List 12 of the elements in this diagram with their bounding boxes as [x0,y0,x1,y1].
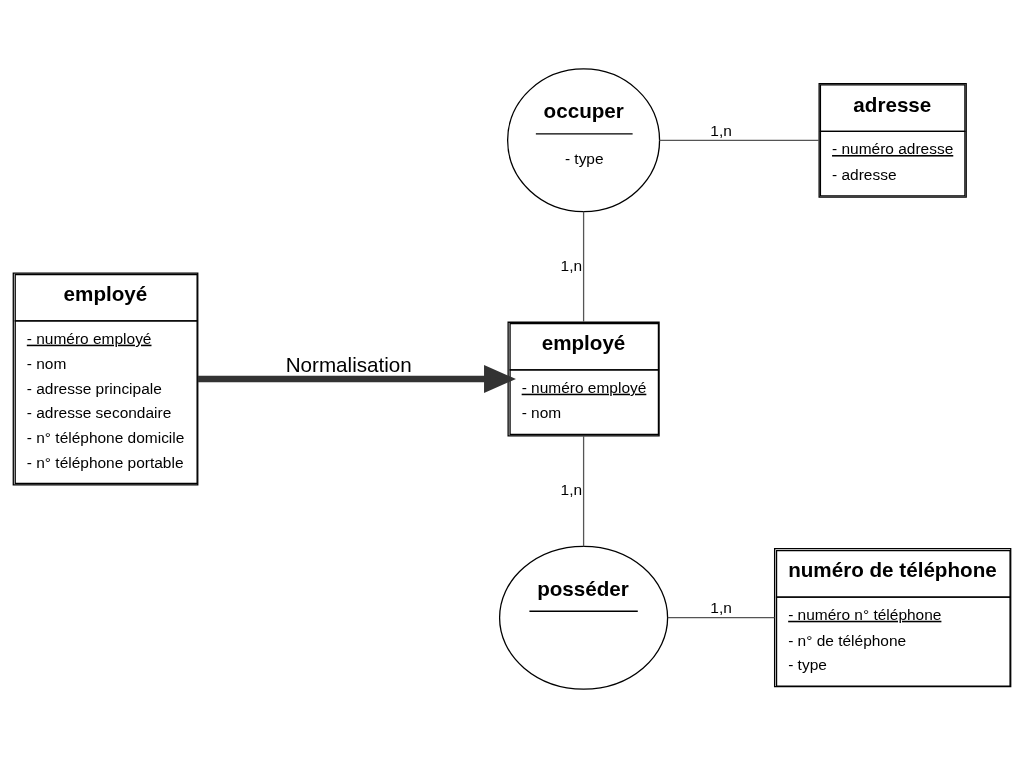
arrow [197,365,516,393]
connector [658,139,820,141]
connector [582,435,585,548]
edge-label: 1,n [560,256,583,274]
node-ellipse: posséder [498,545,669,690]
node-circle: occuper - type [507,68,661,213]
edge-label: 1,n [710,121,732,139]
edge-label: 1,n [710,599,732,617]
connector [582,210,585,323]
connector [667,617,776,619]
edge-label: Normalisation [285,353,412,377]
edge-label: 1,n [560,481,583,499]
